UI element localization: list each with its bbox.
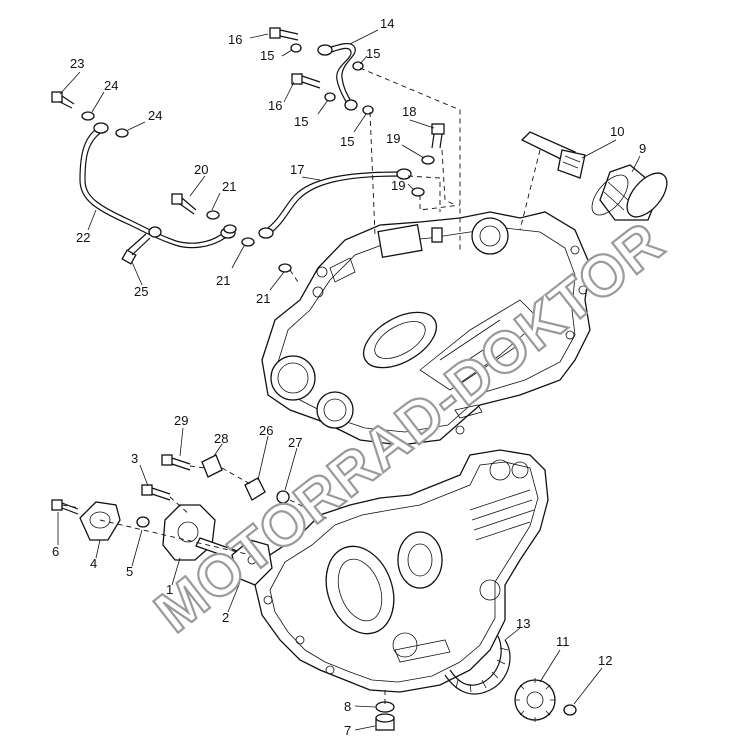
lower-crankcase bbox=[254, 449, 549, 693]
callout-29: 29 bbox=[174, 413, 188, 428]
callout-15b: 15 bbox=[366, 46, 380, 61]
callout-17: 17 bbox=[290, 162, 304, 177]
callout-27: 27 bbox=[288, 435, 302, 450]
callout-21c: 21 bbox=[256, 291, 270, 306]
callout-1: 1 bbox=[166, 582, 173, 597]
callout-6: 6 bbox=[52, 544, 59, 559]
callout-labels: 1 2 3 4 5 6 7 8 9 10 11 12 13 14 15 15 1… bbox=[52, 16, 646, 738]
callout-23: 23 bbox=[70, 56, 84, 71]
callout-7: 7 bbox=[344, 723, 351, 738]
callout-9: 9 bbox=[639, 141, 646, 156]
callout-8: 8 bbox=[344, 699, 351, 714]
callout-5: 5 bbox=[126, 564, 133, 579]
bolts-washers-top bbox=[51, 27, 445, 273]
assembly-lines bbox=[61, 67, 541, 705]
callout-20: 20 bbox=[194, 162, 208, 177]
callout-22: 22 bbox=[76, 230, 90, 245]
oil-pipe-14 bbox=[317, 42, 358, 111]
leader-lines bbox=[57, 29, 641, 731]
callout-16b: 16 bbox=[268, 98, 282, 113]
callout-25: 25 bbox=[134, 284, 148, 299]
callout-10: 10 bbox=[610, 124, 624, 139]
callout-21a: 21 bbox=[222, 179, 236, 194]
callout-19b: 19 bbox=[391, 178, 405, 193]
callout-4: 4 bbox=[90, 556, 97, 571]
callout-24a: 24 bbox=[104, 78, 118, 93]
oil-filter bbox=[591, 164, 668, 221]
callout-16a: 16 bbox=[228, 32, 242, 47]
callout-14: 14 bbox=[380, 16, 394, 31]
callout-3: 3 bbox=[131, 451, 138, 466]
callout-15a: 15 bbox=[260, 48, 274, 63]
oil-pipe-17 bbox=[258, 168, 412, 239]
pipe-nipple bbox=[520, 131, 586, 179]
callout-15d: 15 bbox=[340, 134, 354, 149]
sprocket-and-chain bbox=[444, 635, 577, 722]
callout-13: 13 bbox=[516, 616, 530, 631]
callout-11: 11 bbox=[556, 634, 570, 649]
callout-24b: 24 bbox=[148, 108, 162, 123]
upper-crankcase bbox=[261, 211, 591, 446]
callout-21b: 21 bbox=[216, 273, 230, 288]
callout-15c: 15 bbox=[294, 114, 308, 129]
callout-12: 12 bbox=[598, 653, 612, 668]
oil-pump-group bbox=[51, 454, 395, 731]
callout-18: 18 bbox=[402, 104, 416, 119]
oil-pipe-22 bbox=[79, 122, 236, 249]
callout-2: 2 bbox=[222, 610, 229, 625]
callout-19a: 19 bbox=[386, 131, 400, 146]
callout-28: 28 bbox=[214, 431, 228, 446]
callout-26: 26 bbox=[259, 423, 273, 438]
